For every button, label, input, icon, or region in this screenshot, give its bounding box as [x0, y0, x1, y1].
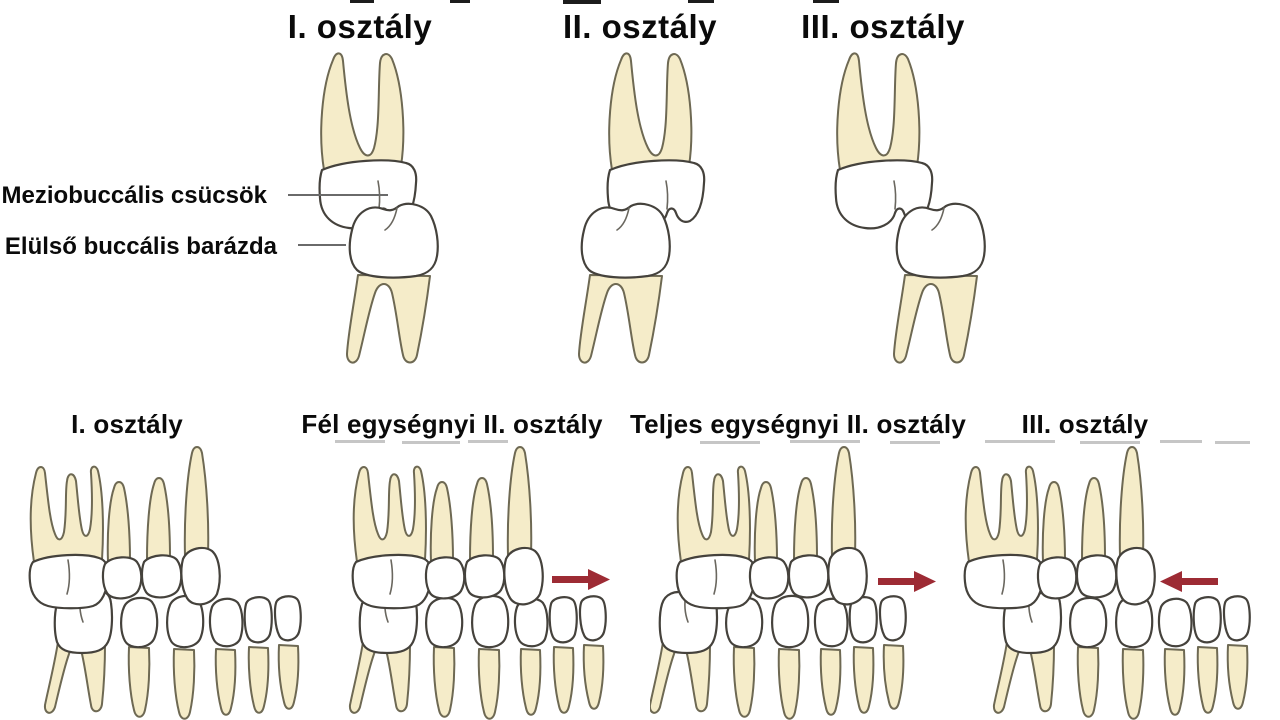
scan-artifact: [700, 441, 760, 444]
scan-artifact: [688, 0, 714, 3]
scan-artifact: [563, 0, 601, 4]
scan-artifact: [335, 440, 385, 443]
scan-artifact: [350, 0, 374, 3]
scan-artifact: [985, 440, 1055, 443]
scan-artifact: [1080, 441, 1140, 444]
upper-arch: [963, 445, 1156, 610]
scan-artifact: [450, 0, 470, 3]
bottom-class-3-title: III. osztály: [1021, 409, 1149, 439]
top-class-1-title: I. osztály: [287, 8, 433, 45]
lower-molar: [577, 202, 671, 364]
right-arrow-icon: [878, 571, 936, 592]
scan-artifact: [1215, 441, 1250, 444]
class-3-molar-pair-diagram: [834, 52, 986, 364]
mesiobuccal-cusp-leader-line: [288, 194, 388, 196]
right-arrow-icon: [552, 569, 610, 590]
upper-molar: [318, 52, 418, 230]
scan-artifact: [790, 440, 860, 443]
full-unit-class-2-dentition-diagram: [650, 445, 936, 720]
scan-artifact: [890, 441, 940, 444]
bottom-class-1-title: I. osztály: [71, 409, 183, 439]
upper-arch: [28, 445, 221, 610]
upper-molar: [606, 52, 706, 230]
lower-arch: [992, 590, 1251, 720]
lower-arch: [43, 590, 302, 720]
upper-arch: [675, 445, 868, 610]
class-3-dentition-diagram: [963, 445, 1251, 720]
top-class-3-title: III. osztály: [801, 8, 965, 45]
anterior-buccal-groove-leader-line: [298, 244, 346, 246]
upper-molar: [834, 52, 934, 230]
class-1-molar-pair-diagram: [318, 52, 439, 364]
scan-artifact: [468, 440, 508, 443]
lower-arch: [650, 590, 907, 720]
class-1-dentition-diagram: [28, 445, 302, 720]
lower-arch: [348, 590, 607, 720]
scan-artifact: [813, 0, 839, 3]
lower-molar: [345, 202, 439, 364]
bottom-half-unit-class-2-title: Fél egységnyi II. osztály: [301, 409, 603, 439]
mesiobuccal-cusp-label: Meziobuccális csücsök: [1, 182, 267, 209]
scan-artifact: [402, 441, 460, 444]
lower-molar: [892, 202, 986, 364]
scan-artifact: [1160, 440, 1202, 443]
upper-arch: [351, 445, 544, 610]
top-class-2-title: II. osztály: [562, 8, 718, 45]
class-2-molar-pair-diagram: [577, 52, 706, 364]
half-unit-class-2-dentition-diagram: [348, 445, 610, 720]
bottom-full-unit-class-2-title: Teljes egységnyi II. osztály: [629, 409, 967, 439]
anterior-buccal-groove-label: Elülső buccális barázda: [4, 233, 277, 260]
left-arrow-icon: [1160, 571, 1218, 592]
